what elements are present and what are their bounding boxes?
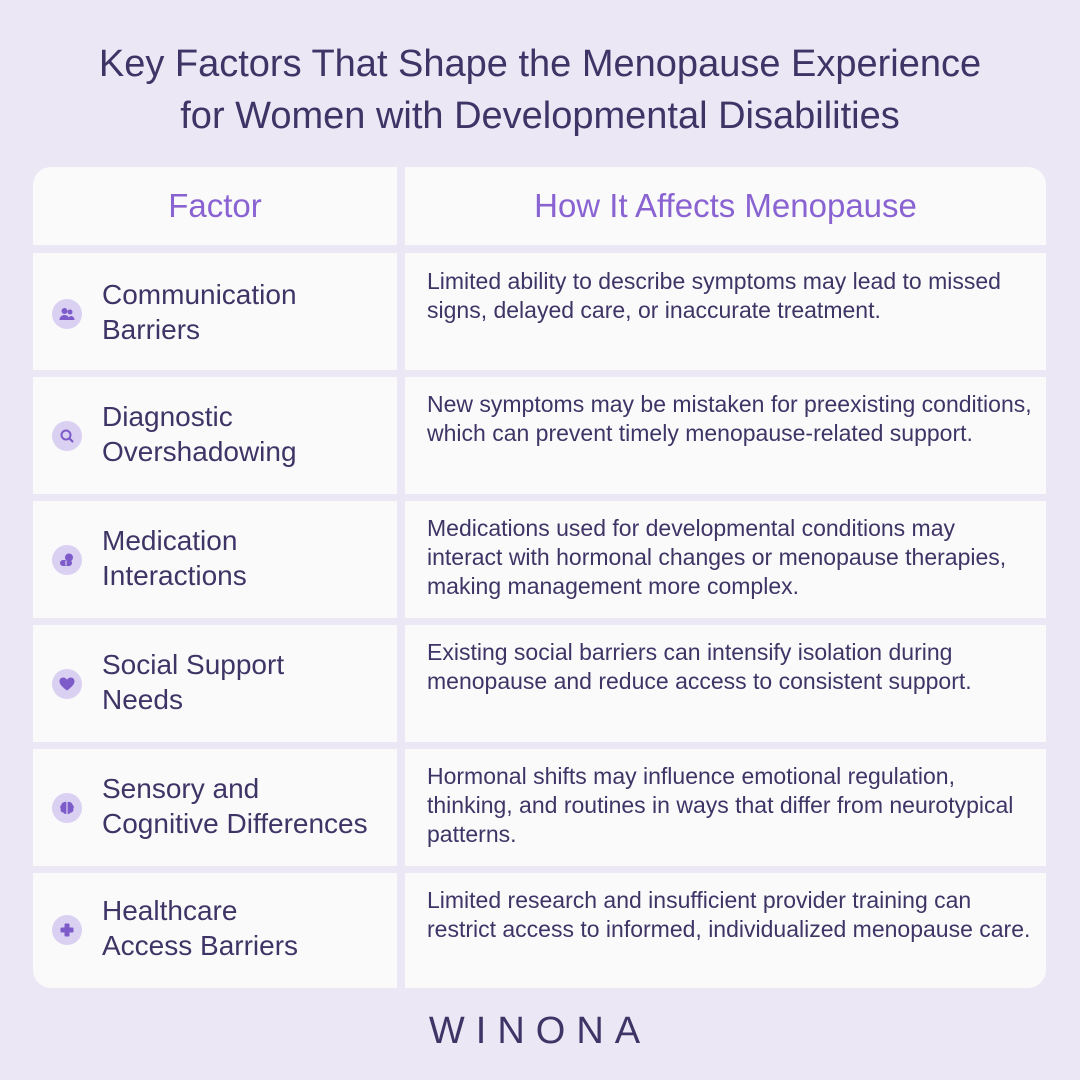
title-line-1: Key Factors That Shape the Menopause Exp… bbox=[98, 43, 982, 85]
table-row-factor: Medication Interactions bbox=[33, 501, 397, 618]
header-effect: How It Affects Menopause bbox=[405, 167, 1046, 245]
magnifier-icon bbox=[52, 421, 82, 451]
factor-label: Diagnostic Overshadowing bbox=[102, 401, 297, 467]
table-row-factor: Sensory and Cognitive Differences bbox=[33, 749, 397, 866]
medical-cross-icon bbox=[52, 915, 82, 945]
table-row-effect: Hormonal shifts may influence emotional … bbox=[405, 749, 1046, 866]
brand-logo: WINONA bbox=[428, 1010, 652, 1052]
pills-icon bbox=[52, 545, 82, 575]
table-row-effect: Existing social barriers can intensify i… bbox=[405, 625, 1046, 742]
table-row-factor: Communication Barriers bbox=[33, 253, 397, 370]
effect-text: Limited research and insufficient provid… bbox=[427, 887, 1031, 942]
effect-text: Hormonal shifts may influence emotional … bbox=[427, 763, 1014, 847]
header-factor-label: Factor bbox=[168, 187, 262, 224]
header-effect-label: How It Affects Menopause bbox=[534, 187, 917, 224]
table-row-effect: Limited ability to describe symptoms may… bbox=[405, 253, 1046, 370]
table-row-factor: Social Support Needs bbox=[33, 625, 397, 742]
people-icon bbox=[52, 299, 82, 329]
page-title: Key Factors That Shape the Menopause Exp… bbox=[0, 38, 1080, 142]
title-line-2: for Women with Developmental Disabilitie… bbox=[180, 95, 900, 137]
factors-table: Factor How It Affects Menopause Communic… bbox=[33, 167, 1046, 988]
effect-text: New symptoms may be mistaken for preexis… bbox=[427, 391, 1032, 446]
factor-label: Healthcare Access Barriers bbox=[102, 895, 299, 961]
factor-label: Medication Interactions bbox=[102, 525, 247, 591]
table-row-factor: Healthcare Access Barriers bbox=[33, 873, 397, 988]
factor-label: Sensory and Cognitive Differences bbox=[102, 773, 368, 839]
factor-label: Social Support Needs bbox=[102, 649, 285, 715]
brain-icon bbox=[52, 793, 82, 823]
table-row-factor: Diagnostic Overshadowing bbox=[33, 377, 397, 494]
factor-label: Communication Barriers bbox=[102, 279, 297, 345]
header-factor: Factor bbox=[33, 167, 397, 245]
effect-text: Medications used for developmental condi… bbox=[427, 515, 1007, 599]
effect-text: Limited ability to describe symptoms may… bbox=[427, 268, 1001, 323]
heart-icon bbox=[52, 669, 82, 699]
table-row-effect: Limited research and insufficient provid… bbox=[405, 873, 1046, 988]
table-row-effect: New symptoms may be mistaken for preexis… bbox=[405, 377, 1046, 494]
effect-text: Existing social barriers can intensify i… bbox=[427, 639, 972, 694]
table-row-effect: Medications used for developmental condi… bbox=[405, 501, 1046, 618]
